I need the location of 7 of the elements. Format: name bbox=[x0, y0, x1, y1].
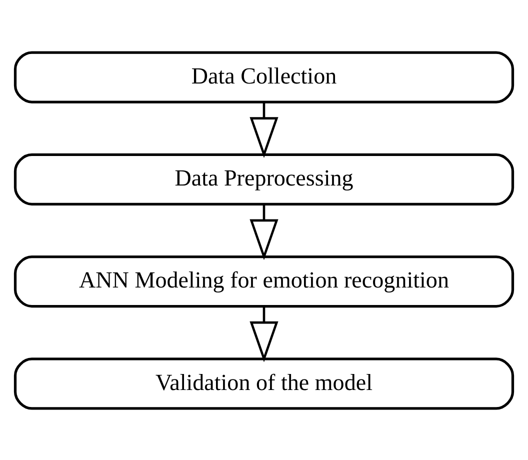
arrow bbox=[250, 204, 278, 260]
node-box: ANN Modeling for emotion recognition bbox=[14, 255, 514, 308]
arrow bbox=[250, 306, 278, 362]
node-box: Data Preprocessing bbox=[14, 152, 514, 205]
node-box: Data Collection bbox=[14, 50, 514, 103]
arrow bbox=[250, 102, 278, 158]
node-box: Validation of the model bbox=[14, 357, 514, 410]
